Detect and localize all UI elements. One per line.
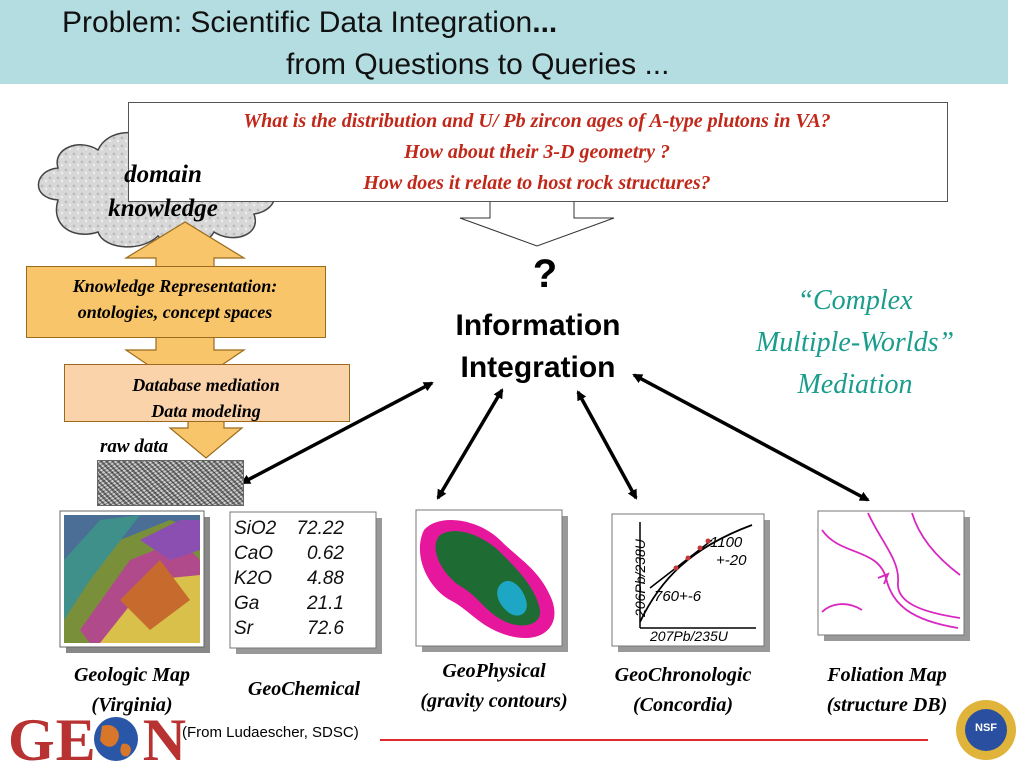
geophysical-image <box>415 509 568 652</box>
concordia-lower-intercept: 760+-6 <box>654 588 702 605</box>
arrow-geophysical-integration <box>436 388 504 500</box>
credit-text: (From Ludaescher, SDSC) <box>182 724 359 741</box>
foliation-map-image <box>817 510 970 641</box>
knowledge-representation-box <box>26 266 326 338</box>
question-down-arrow <box>459 199 615 247</box>
question-line-1: What is the distribution and U/ Pb zirco… <box>243 110 831 132</box>
caption-geochemical: GeoChemical <box>247 678 361 700</box>
question-mark: ? <box>532 252 558 296</box>
geon-globe-icon <box>94 717 138 761</box>
raw-data-label: raw data <box>100 436 169 457</box>
raw-data-texture <box>97 460 244 506</box>
arrow-foliation-integration <box>632 373 870 502</box>
title-bar <box>0 0 1008 84</box>
footer-red-line <box>380 739 928 741</box>
question-line-3: How does it relate to host rock structur… <box>363 172 711 194</box>
knowledge-representation-label: Knowledge Representation:ontologies, con… <box>72 276 278 322</box>
caption-geologic-map: Geologic Map(Virginia) <box>73 664 191 716</box>
concordia-upper-error: +-20 <box>716 552 747 569</box>
concordia-upper-age: 1100 <box>710 534 743 551</box>
nsf-logo-text: NSF <box>975 722 997 734</box>
question-line-2: How about their 3-D geometry ? <box>403 141 671 163</box>
db-down-arrow <box>168 419 244 459</box>
arrow-rawdata-integration <box>240 381 434 485</box>
geologic-map-image <box>59 510 210 653</box>
slide-title-line2: from Questions to Queries ... <box>286 48 670 81</box>
concordia-ylabel: 206Pb/238U <box>632 539 648 617</box>
caption-geochronologic: GeoChronologic(Concordia) <box>614 664 752 716</box>
database-mediation-box <box>64 364 350 422</box>
caption-geophysical: GeoPhysical(gravity contours) <box>420 660 568 712</box>
geochemical-card <box>229 511 377 649</box>
concordia-xlabel: 207Pb/235U <box>650 628 728 644</box>
caption-foliation-map: Foliation Map(structure DB) <box>826 664 948 716</box>
questions-box <box>128 102 948 202</box>
slide-title-line1: Problem: Scientific Data Integration... <box>62 6 558 39</box>
nsf-logo-icon <box>956 700 1016 760</box>
arrow-geochron-integration <box>576 390 638 500</box>
concordia-chart-image <box>611 513 770 652</box>
